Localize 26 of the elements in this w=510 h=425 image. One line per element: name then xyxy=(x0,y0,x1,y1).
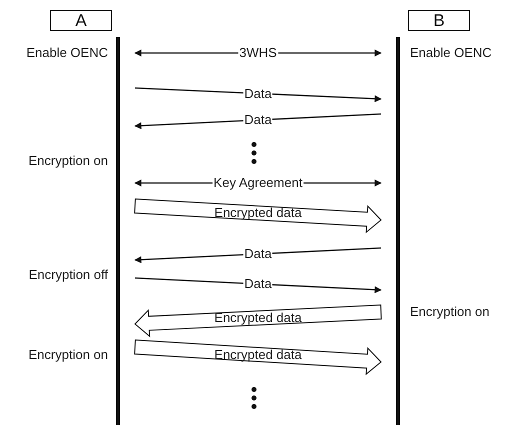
actor-box: A xyxy=(50,10,112,31)
state-label: Encryption on xyxy=(28,153,108,168)
arrow xyxy=(134,247,382,264)
state-label: Enable OENC xyxy=(410,45,493,60)
block-arrow xyxy=(134,304,382,338)
state-label: Encryption on xyxy=(28,347,108,362)
state-label: Encryption off xyxy=(28,267,108,282)
arrow xyxy=(134,113,382,130)
edge-label: Data xyxy=(243,86,273,100)
lifeline xyxy=(116,37,120,425)
actor-box: B xyxy=(408,10,470,31)
edge-label: Encrypted data xyxy=(213,348,303,362)
edge-label: Encrypted data xyxy=(213,311,303,325)
edge-label: 3WHS xyxy=(238,46,278,60)
arrow xyxy=(134,87,382,102)
arrow xyxy=(134,277,382,294)
edge-label: Key Agreement xyxy=(212,176,304,190)
block-arrow xyxy=(134,339,382,376)
edge-label: Data xyxy=(243,113,273,127)
block-arrow xyxy=(134,198,382,234)
edge-label: Data xyxy=(243,247,273,261)
state-label: Encryption on xyxy=(410,304,490,319)
lifeline xyxy=(396,37,400,425)
edge-label: Data xyxy=(243,277,273,291)
state-label: Enable OENC xyxy=(25,45,108,60)
edge-label: Encrypted data xyxy=(213,206,303,220)
